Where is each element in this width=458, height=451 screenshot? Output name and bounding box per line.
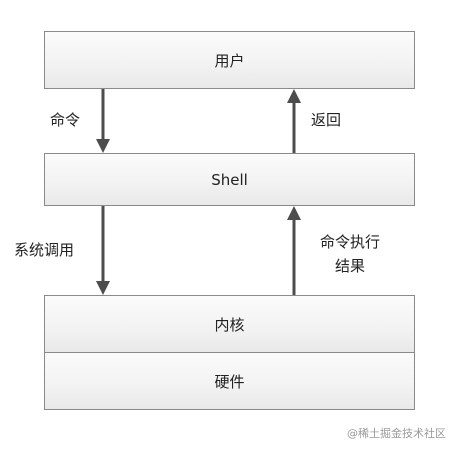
- shell-layer-box: Shell: [44, 153, 415, 206]
- command-arrowhead: [96, 139, 110, 153]
- result-arrowhead: [287, 206, 301, 220]
- result-label: 命令执行 结果: [311, 230, 389, 278]
- return-arrowhead: [287, 89, 301, 103]
- kernel-layer-label: 内核: [214, 315, 245, 334]
- result-label-line1: 命令执行: [319, 233, 380, 251]
- result-label-line2: 结果: [334, 257, 365, 275]
- command-label: 命令: [50, 111, 81, 129]
- user-layer-label: 用户: [214, 51, 245, 70]
- hardware-layer-label: 硬件: [214, 372, 245, 391]
- syscall-arrowhead: [96, 281, 110, 295]
- syscall-label: 系统调用: [14, 241, 75, 259]
- user-layer-box: 用户: [44, 31, 415, 89]
- kernel-layer-box: 内核: [44, 295, 415, 353]
- watermark: @稀土掘金技术社区: [347, 427, 446, 440]
- return-label: 返回: [311, 111, 342, 129]
- shell-layer-label: Shell: [211, 170, 248, 189]
- hardware-layer-box: 硬件: [44, 352, 415, 410]
